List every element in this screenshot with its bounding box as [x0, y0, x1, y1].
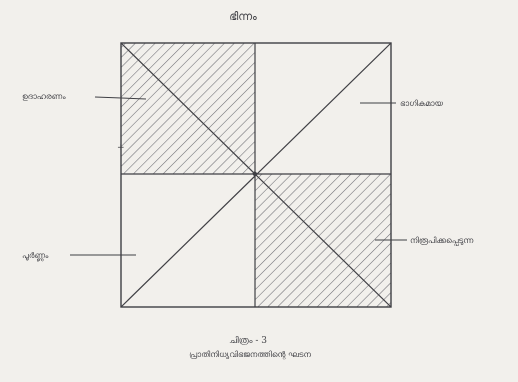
leader-top-left	[94, 96, 147, 100]
center-point	[252, 171, 258, 177]
label-top-left: ഉദാഹരണം	[22, 92, 66, 101]
edge-tick-mark: +	[117, 143, 125, 153]
outer-square	[120, 42, 392, 308]
label-bottom-right: നിരൂപിക്കപ്പെടുന്ന	[410, 236, 474, 246]
label-bottom-left: പൂർണ്ണം	[22, 251, 49, 261]
caption-figure-number: ചിത്രം - 3	[229, 335, 267, 346]
label-top-right: ഭാഗികമായ	[400, 99, 444, 108]
diagram-title: ഭിന്നം	[229, 10, 257, 23]
caption-text: പ്രാതിനിധ്യവിഭജനത്തിന്റെ ഘടന	[189, 350, 311, 360]
